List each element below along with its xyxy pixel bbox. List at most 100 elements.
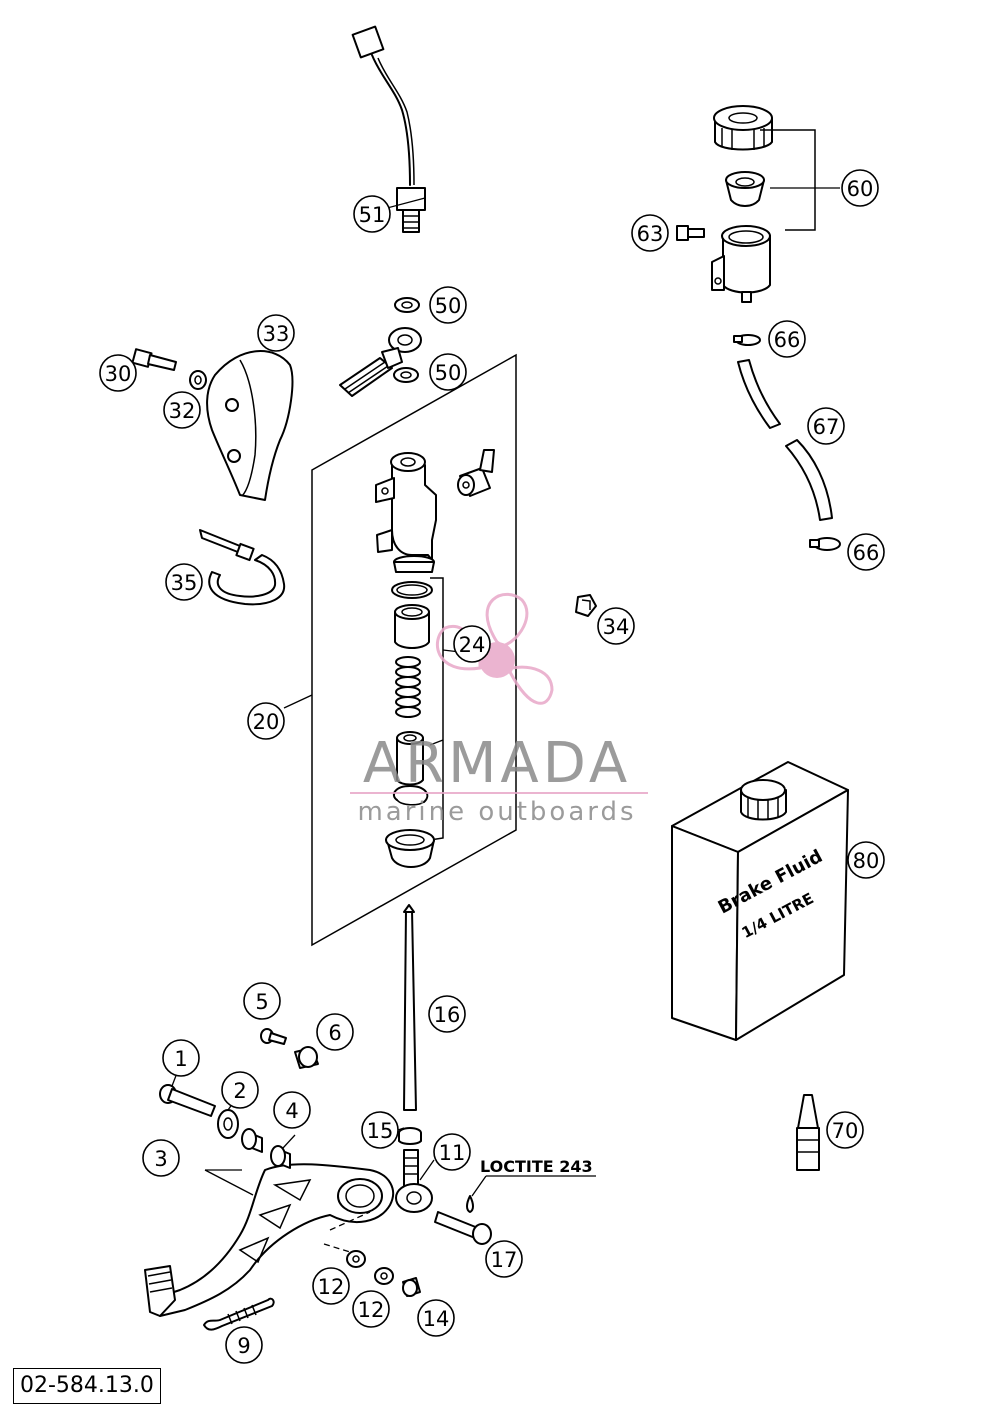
clevis-fork	[395, 1149, 433, 1213]
hose-clamp	[809, 537, 841, 551]
callout-circle	[417, 1299, 455, 1337]
leader-lines	[171, 197, 596, 1197]
callout-circle	[429, 353, 467, 391]
callout-30: 30	[99, 354, 137, 392]
callout-number: 16	[434, 1003, 461, 1027]
callout-67: 67	[807, 407, 845, 445]
nut	[402, 1277, 421, 1297]
callout-number: 9	[237, 1334, 250, 1358]
callout-number: 33	[263, 322, 290, 346]
callout-number: 11	[439, 1141, 466, 1165]
small-screw	[260, 1028, 287, 1045]
callout-number: 34	[603, 615, 630, 639]
callout-15: 15	[361, 1111, 399, 1149]
callout-circle	[768, 320, 806, 358]
callout-circle	[485, 1240, 523, 1278]
callout-50a: 50	[429, 286, 467, 324]
pedal-bearing	[241, 1128, 263, 1153]
callout-circle	[361, 1111, 399, 1149]
callout-66b: 66	[847, 533, 885, 571]
master-cylinder-body	[375, 452, 437, 573]
sealing-washer	[393, 367, 419, 383]
callout-number: 30	[105, 362, 132, 386]
callout-32: 32	[163, 391, 201, 429]
callout-number: 80	[853, 849, 880, 873]
brake-fluid-reservoir	[711, 105, 773, 303]
washer	[374, 1267, 394, 1285]
callout-17: 17	[485, 1240, 523, 1278]
callout-group: 5150506063666766333032353424208056161243…	[99, 169, 885, 1364]
callout-66a: 66	[768, 320, 806, 358]
callout-80: 80	[847, 841, 885, 879]
callout-circle	[163, 391, 201, 429]
watermark: ARMADA marine outboards	[350, 592, 648, 827]
callout-number: 60	[847, 177, 874, 201]
callout-33: 33	[257, 314, 295, 352]
callout-number: 50	[435, 361, 462, 385]
callout-number: 70	[832, 1119, 859, 1143]
hose-clamp	[733, 334, 761, 346]
callout-60: 60	[841, 169, 879, 207]
callout-circle	[221, 1071, 259, 1109]
hose-nipple	[457, 449, 495, 497]
brake-hose	[737, 359, 781, 429]
callout-50b: 50	[429, 353, 467, 391]
document-number: 02-584.13.0	[13, 1368, 161, 1404]
callout-circle	[162, 1039, 200, 1077]
callout-number: 12	[358, 1298, 385, 1322]
cable-tie	[199, 529, 286, 606]
callout-number: 1	[174, 1047, 187, 1071]
piston	[396, 731, 424, 786]
cylinder-sleeve	[394, 604, 430, 649]
reservoir-screw	[676, 225, 705, 241]
callout-2: 2	[221, 1071, 259, 1109]
callout-51: 51	[353, 195, 391, 233]
loctite-drop	[466, 1195, 474, 1213]
callout-circle	[243, 982, 281, 1020]
callout-number: 66	[853, 541, 880, 565]
callout-circle	[453, 625, 491, 663]
callout-circle	[429, 286, 467, 324]
callout-14: 14	[417, 1299, 455, 1337]
callout-number: 50	[435, 294, 462, 318]
callout-circle	[847, 533, 885, 571]
callout-number: 35	[171, 571, 198, 595]
clevis-bolt	[434, 1211, 492, 1245]
callout-number: 67	[813, 415, 840, 439]
brake-fluid-container	[671, 761, 849, 1041]
callout-circle	[631, 214, 669, 252]
grommet	[575, 594, 597, 617]
banjo-fitting	[339, 327, 422, 397]
callout-number: 66	[774, 328, 801, 352]
rubber-boot	[385, 829, 435, 868]
callout-circle	[247, 702, 285, 740]
callout-circle	[428, 995, 466, 1033]
callout-circle	[433, 1133, 471, 1171]
callout-number: 14	[423, 1307, 450, 1331]
callout-34: 34	[597, 607, 635, 645]
callout-circle	[352, 1290, 390, 1328]
callout-11: 11	[433, 1133, 471, 1171]
callout-number: 6	[328, 1021, 341, 1045]
callout-63: 63	[631, 214, 669, 252]
cover-bolt	[131, 348, 177, 371]
callout-3: 3	[142, 1139, 180, 1177]
callout-12b: 12	[352, 1290, 390, 1328]
callout-35: 35	[165, 563, 203, 601]
pedal-washer	[217, 1109, 239, 1139]
callout-circle	[353, 195, 391, 233]
washer	[346, 1250, 366, 1268]
callout-number: 32	[169, 399, 196, 423]
watermark-brand: ARMADA	[363, 731, 631, 796]
callout-circle	[142, 1139, 180, 1177]
return-spring	[203, 1297, 275, 1331]
callout-circle	[826, 1111, 864, 1149]
callout-24: 24	[453, 625, 491, 663]
callout-number: 20	[253, 710, 280, 734]
pedal-bolt	[159, 1084, 216, 1117]
callout-circle	[99, 354, 137, 392]
reservoir-bracket	[760, 129, 816, 231]
brake-light-switch	[351, 25, 426, 233]
loctite-label: LOCTITE 243	[480, 1157, 593, 1176]
